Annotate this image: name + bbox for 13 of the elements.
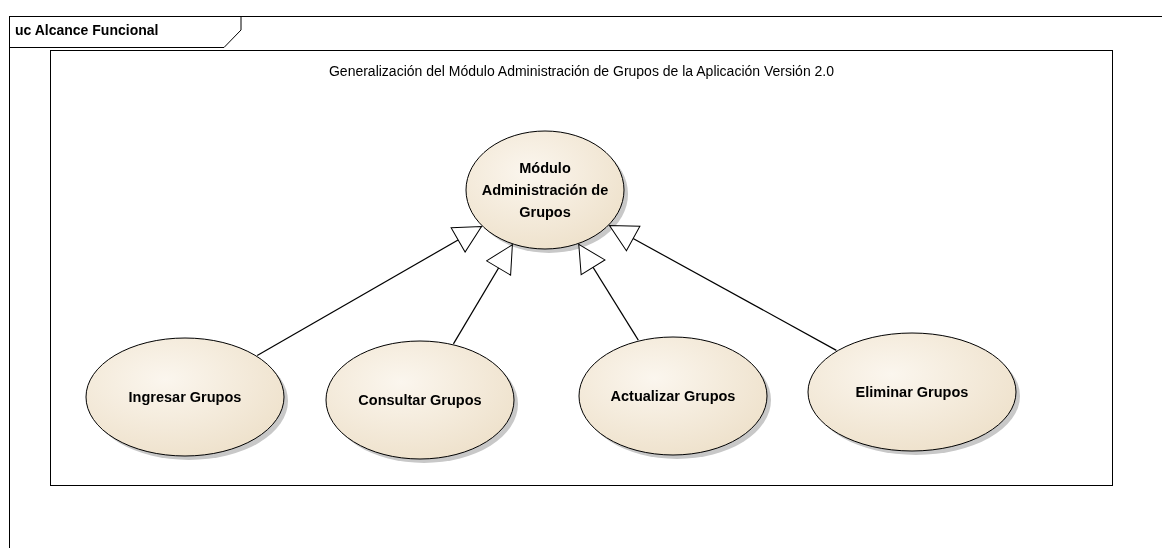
use-case-name: Eliminar Grupos [854, 383, 970, 402]
frame-title: uc Alcance Funcional [15, 22, 159, 38]
generalization-arrow [256, 225, 483, 357]
diagram-frame [9, 16, 1162, 548]
generalization-arrow [608, 224, 837, 351]
boundary-title: Generalización del Módulo Administración de Grupos de la Aplicación Versión 2.0 [327, 63, 836, 79]
use-case-name: Ingresar Grupos [127, 388, 243, 407]
use-case-name: Actualizar Grupos [609, 387, 737, 406]
generalization-arrow [452, 244, 513, 345]
use-case-name: Módulo Administración de Grupos [480, 159, 610, 222]
system-boundary [50, 50, 1113, 486]
use-case-name: Consultar Grupos [357, 391, 483, 410]
generalization-arrow [578, 243, 639, 341]
